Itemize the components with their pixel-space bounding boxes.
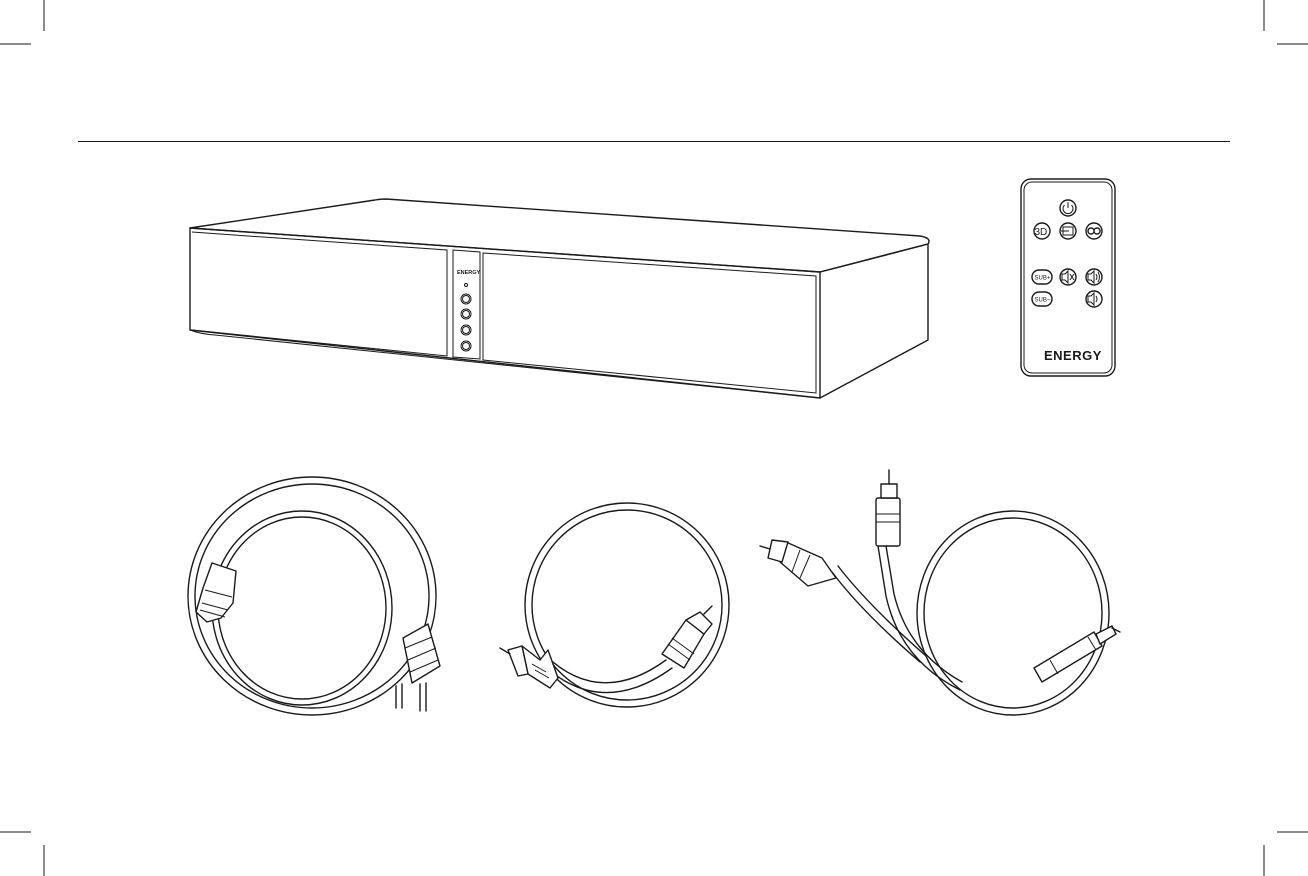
y-splitter-cable — [760, 470, 1120, 715]
